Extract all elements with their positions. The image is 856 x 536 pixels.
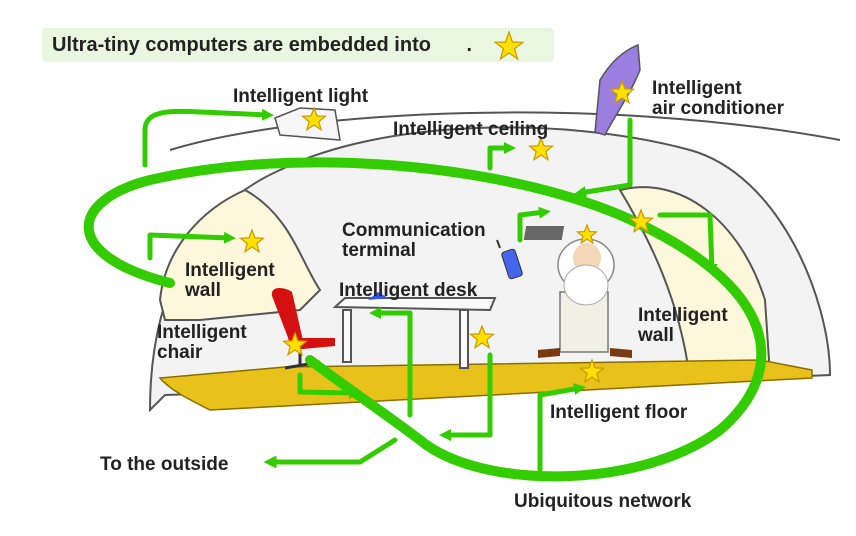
star-wall-right-icon (627, 208, 655, 234)
label-intelligent-ceiling: Intelligent ceiling (393, 119, 549, 140)
label-intelligent-desk: Intelligent desk (339, 280, 478, 301)
connector-desk-leg (438, 352, 493, 442)
label-wall-left-line2: wall (185, 280, 221, 301)
connector-chair (297, 372, 361, 399)
star-ceiling-icon (527, 136, 555, 162)
desk-lamp (368, 292, 388, 300)
star-chair-icon (281, 331, 309, 357)
star-desk-icon (468, 324, 496, 350)
connector-outside (263, 437, 398, 469)
label-chair-line1: Intelligent (157, 322, 247, 343)
label-wall-left-line1: Intelligent (185, 260, 275, 281)
star-light-icon (300, 106, 328, 132)
dome-inner-line (169, 111, 841, 151)
label-chair-line2: chair (157, 342, 203, 363)
connector-wall-right (657, 212, 718, 276)
label-intelligent-light: Intelligent light (233, 86, 369, 107)
left-wall-panel (158, 188, 322, 321)
label-communication-line1: Communication (342, 220, 486, 241)
professor-figure (523, 226, 632, 358)
connector-aircon (574, 117, 633, 198)
communication-terminal-device (496, 239, 523, 280)
label-wall-right-line1: Intelligent (638, 305, 728, 326)
star-wall-left-icon (238, 228, 266, 254)
star-floor-icon (578, 358, 606, 384)
banner-text: Ultra-tiny computers are embedded into (52, 34, 431, 56)
banner-star-icon (494, 31, 524, 61)
banner-caption: Ultra-tiny computers are embedded into . (52, 34, 472, 57)
label-intelligent-floor: Intelligent floor (550, 402, 688, 423)
connector-ceiling (487, 141, 517, 171)
label-to-the-outside: To the outside (100, 454, 229, 475)
ceiling-light-fixture (274, 107, 341, 141)
connector-floor (537, 383, 586, 473)
star-aircon-icon (608, 79, 636, 105)
star-markers (238, 79, 655, 384)
label-air-conditioner-line1: Intelligent (652, 78, 742, 99)
label-wall-right-line2: wall (638, 325, 674, 346)
connector-wall-left (147, 231, 236, 261)
star-communication-icon (575, 223, 599, 245)
banner-suffix: . (466, 34, 473, 56)
label-communication-line2: terminal (342, 240, 416, 261)
connector-light (142, 108, 274, 168)
connector-communication (517, 206, 551, 243)
network-loop (83, 157, 767, 482)
label-ubiquitous-network: Ubiquitous network (514, 491, 692, 512)
connector-desk (368, 306, 413, 418)
label-air-conditioner-line2: air conditioner (652, 98, 784, 119)
banner-background (42, 28, 554, 62)
